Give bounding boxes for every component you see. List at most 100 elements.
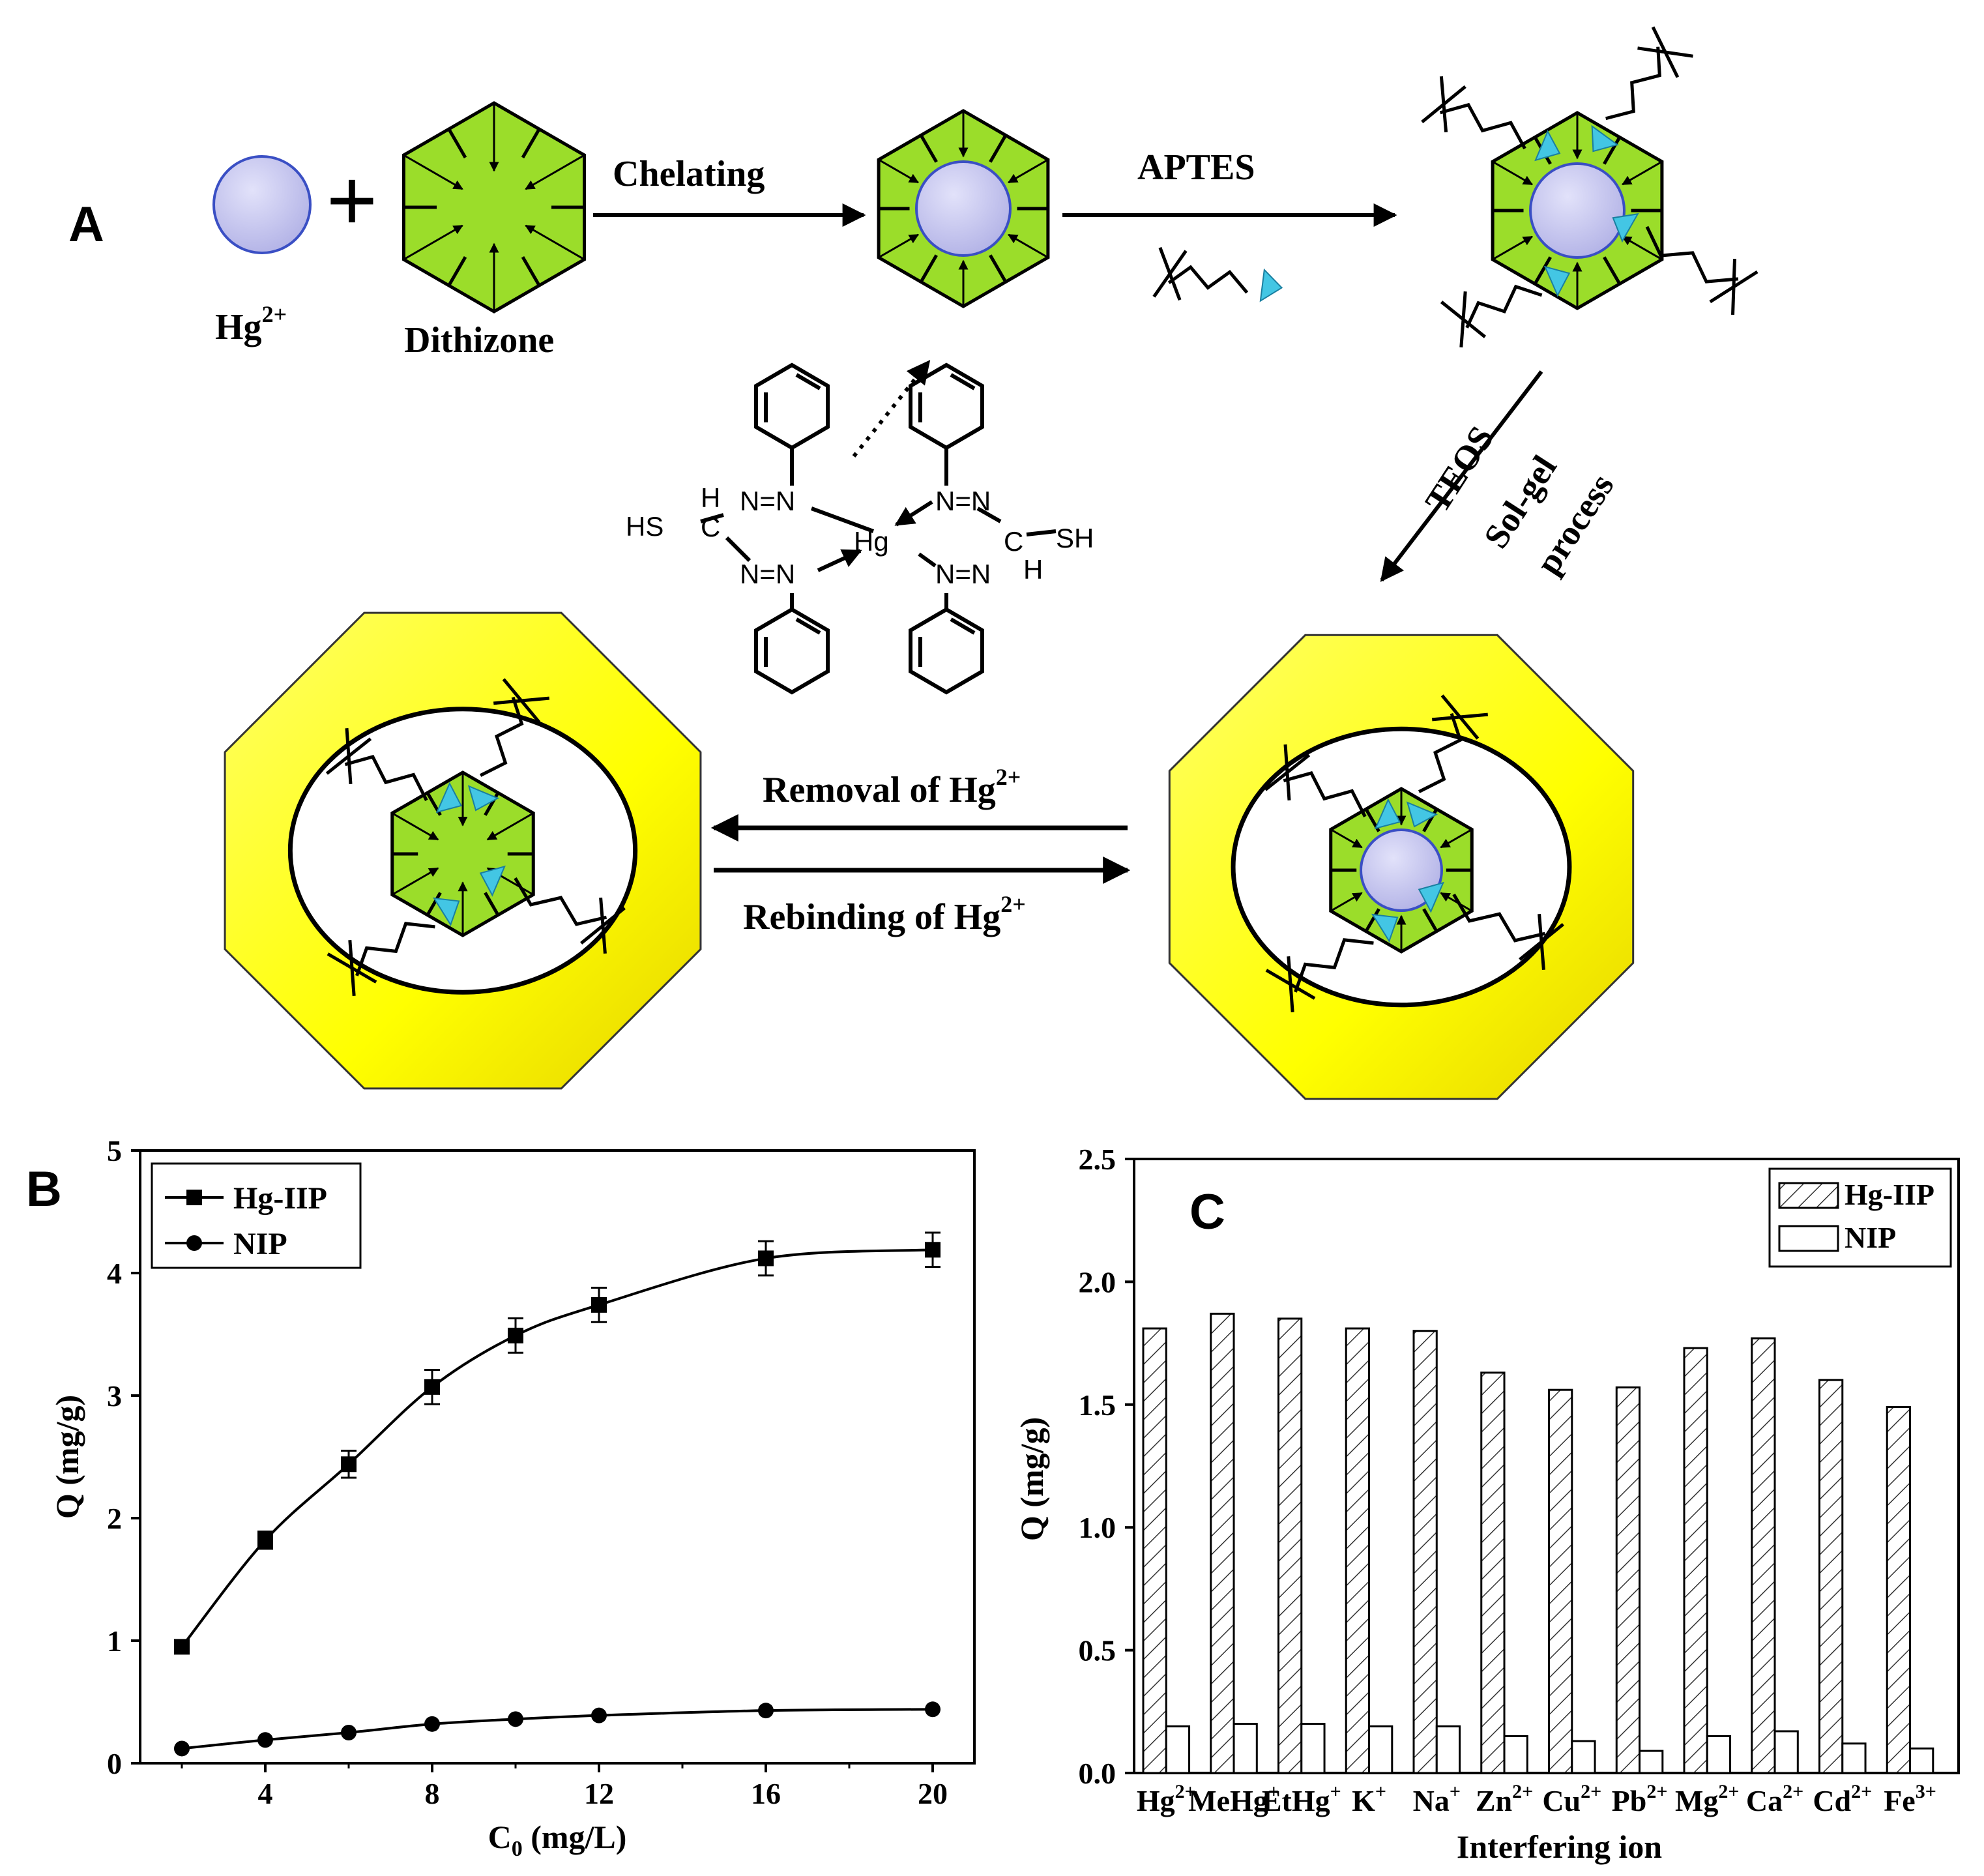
panel-c-chart: 0.00.51.01.52.02.5Q (mg/g)Interfering io…	[1014, 1143, 1960, 1865]
data-point-nip	[508, 1711, 523, 1727]
functional-group-triangle	[1418, 881, 1444, 913]
functional-group-triangle	[467, 785, 499, 812]
data-point-hg-iip	[424, 1379, 440, 1395]
category-label: Pb2+	[1612, 1781, 1668, 1817]
atom-nn-bottom-right: N=N	[935, 559, 991, 589]
binding-arrow	[391, 867, 439, 896]
functional-group-triangle	[1374, 798, 1401, 830]
binding-arrow	[403, 154, 463, 190]
data-point-nip	[925, 1701, 941, 1718]
hexagon-spoke	[484, 791, 500, 816]
atom-h-right: H	[1023, 554, 1043, 585]
category-label: Cu2+	[1542, 1781, 1601, 1817]
binding-arrow	[1621, 160, 1663, 186]
legend-swatch	[1778, 1225, 1839, 1252]
functional-group-triangle	[432, 897, 460, 926]
monomer-chain	[514, 877, 607, 926]
atom-hs: HS	[626, 511, 664, 542]
binding-arrow	[1621, 235, 1663, 261]
hexagon-spoke	[521, 128, 541, 159]
chart-c-frame	[1133, 1158, 1960, 1774]
bar-hg-iip	[1886, 1406, 1912, 1774]
monomer-cross	[502, 678, 541, 724]
hexagon-spoke	[919, 254, 938, 284]
legend-swatch	[1778, 1182, 1839, 1209]
x-axis-label: C0 (mg/L)	[488, 1819, 627, 1861]
monomer-chain	[1645, 226, 1739, 284]
plus-sign: +	[326, 151, 378, 252]
data-point-nip	[174, 1740, 190, 1757]
x-tick-label: 20	[918, 1777, 948, 1810]
atom-nn-top-left: N=N	[740, 486, 795, 516]
chelating-label: Chelating	[613, 154, 765, 194]
hexagon-spoke	[989, 254, 1008, 284]
rebinding-label: Rebinding of Hg2+	[743, 891, 1026, 937]
y-tick-label: 0.0	[1079, 1757, 1116, 1790]
data-point-hg-iip	[341, 1456, 357, 1473]
y-axis-label: Q (mg/g)	[49, 1395, 85, 1519]
category-label: MeHg+	[1188, 1781, 1279, 1817]
panel-label-b: B	[26, 1162, 62, 1217]
category-label: Cd2+	[1813, 1781, 1872, 1817]
monomer-chain	[479, 696, 524, 777]
binding-arrow	[391, 812, 439, 841]
legend-label: Hg-IIP	[233, 1181, 327, 1216]
legend-label: Hg-IIP	[1845, 1178, 1934, 1211]
bar-hg-iip	[1615, 1386, 1641, 1774]
category-label: EtHg+	[1262, 1781, 1341, 1817]
bar-nip	[1503, 1735, 1528, 1774]
monomer-cross	[1519, 923, 1564, 961]
binding-arrow	[1007, 158, 1049, 184]
hg-ion-label: Hg2+	[215, 301, 287, 347]
removal-label: Removal of Hg2+	[763, 764, 1021, 810]
monomer-cross	[1264, 754, 1311, 791]
binding-arrow	[1492, 235, 1534, 261]
data-point-nip	[591, 1707, 607, 1723]
bar-nip	[1300, 1723, 1326, 1774]
hexagon-spoke	[1603, 256, 1622, 286]
monomer-chain	[1452, 893, 1546, 943]
bar-nip	[1909, 1747, 1934, 1774]
y-tick-label: 2.0	[1079, 1265, 1116, 1298]
monomer-cross	[1459, 291, 1467, 348]
teos-arrow	[1380, 370, 1543, 582]
panel-a-scheme: A Hg2+ + Dithizone Chelating APTES TEOS …	[68, 26, 1758, 1100]
binding-arrow	[486, 812, 534, 841]
hg-ion	[1529, 162, 1626, 259]
bar-hg-iip	[1548, 1388, 1573, 1774]
binding-arrow	[1440, 892, 1473, 912]
monomer-chain	[1439, 102, 1526, 150]
hg-ion	[915, 160, 1012, 257]
functional-group-triangle	[479, 865, 506, 897]
y-tick-label: 1.5	[1079, 1388, 1116, 1422]
hexagon-spoke	[447, 128, 467, 159]
bar-nip	[1773, 1730, 1799, 1774]
category-label: K+	[1352, 1781, 1386, 1817]
aptes-label: APTES	[1137, 147, 1255, 188]
binding-arrow	[1440, 828, 1473, 849]
bar-nip	[1706, 1735, 1732, 1774]
hexagon-spoke	[447, 256, 467, 287]
hg-ion	[212, 155, 312, 254]
hexagon-spoke	[1603, 136, 1622, 165]
hexagon-spoke	[1422, 908, 1438, 933]
data-point-hg-iip	[174, 1639, 190, 1655]
x-axis-label: Interfering ion	[1457, 1828, 1662, 1865]
bar-hg-iip	[1142, 1327, 1167, 1774]
functional-group-triangle	[1591, 125, 1619, 153]
y-tick-label: 3	[107, 1379, 122, 1413]
category-label: Fe3+	[1884, 1781, 1936, 1817]
bar-nip	[1639, 1750, 1664, 1774]
legend-label: NIP	[233, 1227, 287, 1261]
binding-arrow	[525, 224, 585, 261]
y-tick-label: 2	[107, 1502, 122, 1535]
bar-hg-iip	[1480, 1371, 1506, 1774]
bar-nip	[1165, 1725, 1191, 1774]
y-axis-label: Q (mg/g)	[1014, 1417, 1050, 1541]
series-line-nip	[181, 1708, 933, 1750]
bar-hg-iip	[1210, 1312, 1235, 1774]
monomer-cross	[325, 737, 372, 775]
bar-hg-iip	[1277, 1317, 1303, 1774]
